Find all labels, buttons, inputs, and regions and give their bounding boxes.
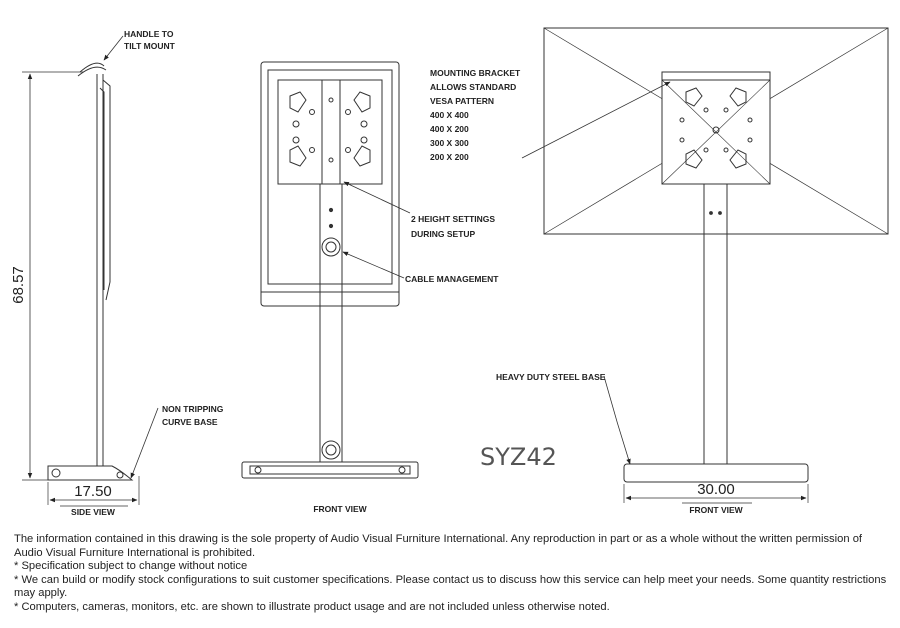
front-width-dimension: 30.00 bbox=[697, 481, 735, 498]
height-dimension: 68.57 bbox=[10, 266, 27, 304]
non-tripping-label-line-2: CURVE BASE bbox=[162, 417, 218, 427]
steel-base-label: HEAVY DUTY STEEL BASE bbox=[496, 372, 606, 382]
bracket-label-line-5: 400 X 200 bbox=[430, 124, 469, 134]
handle-label-line-2: TILT MOUNT bbox=[124, 41, 176, 51]
technical-drawing: HANDLE TO TILT MOUNT 68.57 NON TRIPPING … bbox=[10, 27, 889, 517]
bracket-label-line-2: ALLOWS STANDARD bbox=[430, 82, 516, 92]
side-view bbox=[22, 35, 159, 507]
custom-config-note: * We can build or modify stock configura… bbox=[14, 573, 887, 600]
handle-label-line-1: HANDLE TO bbox=[124, 29, 174, 39]
cable-management-label: CABLE MANAGEMENT bbox=[405, 274, 499, 284]
front-view-caption-2: FRONT VIEW bbox=[689, 505, 743, 515]
front-view-caption-1: FRONT VIEW bbox=[313, 504, 367, 514]
bracket-label-line-4: 400 X 400 bbox=[430, 110, 469, 120]
usage-illustration-note: * Computers, cameras, monitors, etc. are… bbox=[14, 600, 610, 613]
ownership-note: The information contained in this drawin… bbox=[14, 533, 863, 559]
bracket-label-line-1: MOUNTING BRACKET bbox=[430, 68, 521, 78]
side-view-caption: SIDE VIEW bbox=[71, 507, 116, 517]
bracket-label-line-7: 200 X 200 bbox=[430, 152, 469, 162]
height-settings-label-line-1: 2 HEIGHT SETTINGS bbox=[411, 214, 495, 224]
side-width-dimension: 17.50 bbox=[74, 483, 112, 500]
bracket-label-line-3: VESA PATTERN bbox=[430, 96, 494, 106]
front-view-right bbox=[521, 27, 889, 504]
front-view-center bbox=[241, 61, 419, 479]
non-tripping-label-line-1: NON TRIPPING bbox=[162, 404, 224, 414]
height-settings-label-line-2: DURING SETUP bbox=[411, 229, 476, 239]
bracket-label-line-6: 300 X 300 bbox=[430, 138, 469, 148]
notes-block: The information contained in this drawin… bbox=[14, 533, 892, 615]
model-number: SYZ42 bbox=[480, 443, 557, 471]
spec-change-note: * Specification subject to change withou… bbox=[14, 560, 248, 573]
